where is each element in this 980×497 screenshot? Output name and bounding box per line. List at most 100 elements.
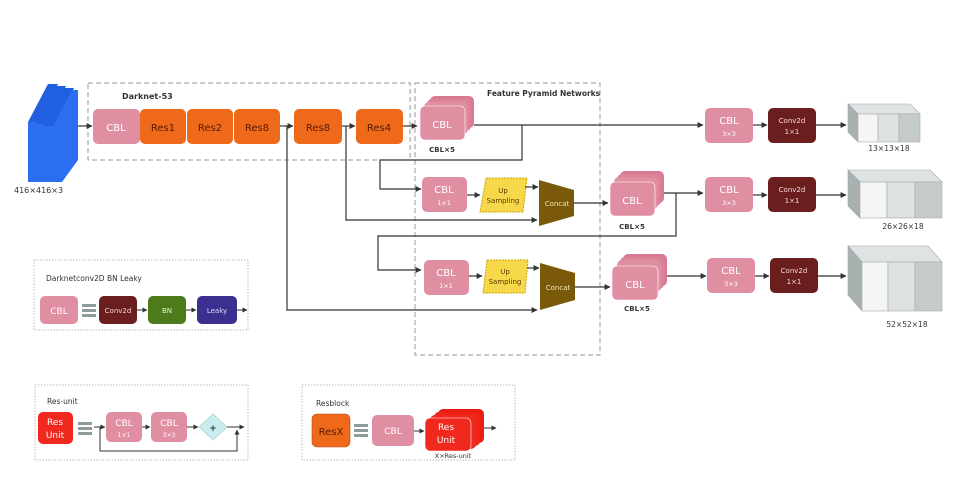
equals-icon <box>354 424 368 437</box>
upsampling-mid-block[interactable] <box>479 177 528 213</box>
darknet-cbl-label: CBL <box>106 123 126 134</box>
head2-conv-label: Conv2d <box>779 186 806 194</box>
edge-res8a-to-concat-bottom <box>286 126 538 313</box>
head1-conv-sub: 1×1 <box>785 128 800 136</box>
res8-block-b[interactable] <box>294 109 342 144</box>
legend-leaky-block <box>197 296 237 324</box>
darknet-region <box>87 82 411 161</box>
head2-conv-block[interactable] <box>768 177 816 212</box>
legend-resblock-box <box>301 384 516 461</box>
output-tensor-13 <box>847 103 921 143</box>
legend-cbl-label: CBL <box>50 307 67 317</box>
head1-cbl-block[interactable] <box>705 108 753 143</box>
legend-resunit-cbl2-block <box>151 412 187 442</box>
legend-resunit-cbl1-sub: 1×1 <box>118 432 131 439</box>
upsampling-bottom-line1: Up <box>500 268 510 276</box>
cbl5-mid-caption: CBL×5 <box>619 223 645 231</box>
head3-cbl-label: CBL <box>721 266 741 277</box>
equals-icon <box>82 304 96 317</box>
legend-cbl-box <box>33 259 249 331</box>
res2-block[interactable] <box>187 109 233 144</box>
concat-bottom-label: Concat <box>546 284 571 292</box>
legend-leaky-label: Leaky <box>207 307 227 315</box>
head1-cbl-label: CBL <box>719 116 739 127</box>
upsampling-bottom-block[interactable] <box>482 259 529 294</box>
res4-block[interactable] <box>356 109 403 144</box>
cbl5-stack-mid[interactable] <box>609 171 664 217</box>
legend-resunit-cbl2-label: CBL <box>160 419 177 429</box>
darknet-title: Darknet-53 <box>122 92 173 101</box>
edge-res4input-to-concat-mid <box>345 126 538 223</box>
legend-conv-block <box>99 296 137 324</box>
equals-icon <box>78 422 92 435</box>
head2-cbl-sub: 3×3 <box>722 199 736 207</box>
edge-resunit-skip <box>99 427 240 452</box>
legend-resunit-stack <box>424 409 484 452</box>
edge-cbl5mid-to-cbl1x1-bottom <box>377 193 677 273</box>
head3-conv-sub: 1×1 <box>787 278 802 286</box>
head1-cbl-sub: 3×3 <box>722 130 736 138</box>
head2-cbl-block[interactable] <box>705 177 753 212</box>
res8-block-a[interactable] <box>234 109 280 144</box>
cbl1x1-mid-block[interactable] <box>422 177 467 212</box>
cbl5-top-caption: CBL×5 <box>429 146 455 154</box>
output-26-label: 26×26×18 <box>882 222 923 231</box>
cbl1x1-bottom-block[interactable] <box>424 260 469 295</box>
legend-resunit-cbl2-sub: 3×3 <box>163 432 176 439</box>
legend-bn-block <box>148 296 186 324</box>
upsampling-mid-line2: Sampling <box>487 197 520 205</box>
cbl1x1-mid-sub: 1×1 <box>437 199 451 207</box>
input-tensor <box>28 84 78 182</box>
res8-b-label: Res8 <box>306 123 330 134</box>
concat-mid-label: Concat <box>545 200 570 208</box>
output-13-label: 13×13×18 <box>868 144 909 153</box>
output-tensor-26 <box>847 169 943 219</box>
head1-conv-label: Conv2d <box>779 117 806 125</box>
legend-resx-label: ResX <box>319 427 344 438</box>
legend-resblock-cbl-label: CBL <box>384 427 401 437</box>
legend-add-symbol: + <box>209 424 217 434</box>
concat-mid-block[interactable] <box>539 180 574 226</box>
cbl5-stack-bottom[interactable] <box>611 254 667 301</box>
legend-resunit-cbl1-block <box>106 412 142 442</box>
res1-block[interactable] <box>140 109 186 144</box>
head3-cbl-block[interactable] <box>707 258 755 293</box>
upsampling-mid-line1: Up <box>498 187 508 195</box>
cbl1x1-bottom-label: CBL <box>436 268 456 279</box>
legend-resblock-title: Resblock <box>316 399 350 408</box>
legend-resblock-caption: X×Res-unit <box>435 452 472 460</box>
head3-cbl-sub: 3×3 <box>724 280 738 288</box>
cbl5-stack-top[interactable] <box>419 96 474 141</box>
legend-resunit-box <box>34 384 249 461</box>
legend-resblock-unit-line1: Res <box>438 423 454 433</box>
legend-cbl-title: Darknetconv2D BN Leaky <box>46 274 142 283</box>
cbl5-bottom-caption: CBL×5 <box>624 305 650 313</box>
edge-cbl5-to-cbl1x1-mid <box>379 125 523 192</box>
darknet-cbl-block[interactable] <box>93 109 140 144</box>
res8-a-label: Res8 <box>245 123 269 134</box>
cbl1x1-mid-label: CBL <box>434 185 454 196</box>
res4-label: Res4 <box>367 123 391 134</box>
output-52-label: 52×52×18 <box>886 320 927 329</box>
res2-label: Res2 <box>198 123 222 134</box>
head2-conv-sub: 1×1 <box>785 197 800 205</box>
res1-label: Res1 <box>151 123 175 134</box>
cbl5-mid-label: CBL <box>622 196 642 207</box>
legend-resunit-cbl1-label: CBL <box>115 419 132 429</box>
head3-conv-block[interactable] <box>770 258 818 293</box>
legend-resunit-block <box>38 412 73 444</box>
input-size-label: 416×416×3 <box>14 186 63 195</box>
legend-resblock-unit-line2: Unit <box>437 436 456 446</box>
head3-conv-label: Conv2d <box>781 267 808 275</box>
head1-conv-block[interactable] <box>768 108 816 143</box>
legend-resblock-cbl-block <box>372 415 414 446</box>
legend-resunit-title: Res-unit <box>47 397 78 406</box>
cbl1x1-bottom-sub: 1×1 <box>439 282 453 290</box>
upsampling-bottom-line2: Sampling <box>489 278 522 286</box>
fpn-title: Feature Pyramid Networks <box>487 89 601 98</box>
cbl5-top-label: CBL <box>432 120 452 131</box>
legend-resx-block <box>311 413 351 448</box>
fpn-region <box>414 82 601 356</box>
concat-bottom-block[interactable] <box>540 263 575 310</box>
